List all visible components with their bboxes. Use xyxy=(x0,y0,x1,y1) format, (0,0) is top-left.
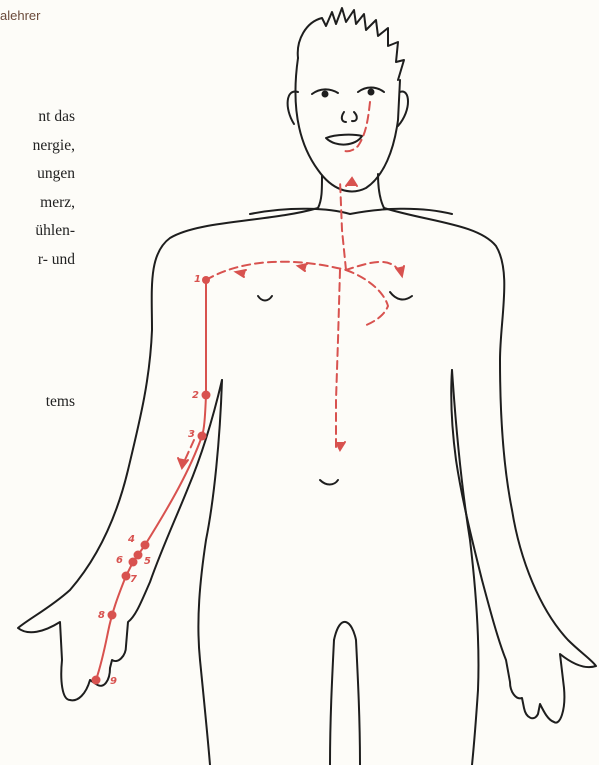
inner-leg-right xyxy=(334,622,360,765)
navel xyxy=(320,480,338,485)
point-label: 3 xyxy=(188,429,195,440)
right-arm xyxy=(384,208,596,723)
chest-loop-branch xyxy=(346,270,388,326)
acupoint xyxy=(141,541,150,550)
arrow-left-icon xyxy=(236,270,246,277)
arrow-down-icon xyxy=(336,442,345,450)
acupoint xyxy=(129,558,138,567)
point-label: 4 xyxy=(127,534,135,545)
nose xyxy=(342,112,357,122)
left-arm xyxy=(18,208,318,700)
point-label: 8 xyxy=(98,610,105,621)
point-label: 2 xyxy=(192,390,199,401)
head xyxy=(295,58,400,191)
point-label: 6 xyxy=(116,555,123,566)
point-label: 5 xyxy=(144,556,151,567)
acupoint xyxy=(202,276,210,284)
clavicle xyxy=(250,209,452,214)
mouth xyxy=(326,135,362,145)
arrow-left-icon xyxy=(298,264,307,271)
throat-branch xyxy=(340,180,346,270)
point-label: 1 xyxy=(194,274,201,285)
acupoint xyxy=(198,432,207,441)
right-nipple xyxy=(390,292,412,299)
dashed-branches xyxy=(184,102,400,462)
arrow-up-icon xyxy=(346,178,357,186)
inner-leg-left xyxy=(330,640,334,765)
left-pupil xyxy=(323,92,328,97)
hair xyxy=(298,8,404,80)
acupoint xyxy=(108,611,117,620)
arrow-down-left-icon xyxy=(178,458,188,468)
neck-left xyxy=(318,176,322,208)
torso-right xyxy=(452,370,479,765)
acupoint xyxy=(92,676,101,685)
right-pupil xyxy=(369,90,374,95)
abdomen-branch xyxy=(336,270,340,450)
neck-right xyxy=(378,174,384,208)
acupoint xyxy=(202,391,211,400)
meridian-pathway xyxy=(96,102,404,680)
point-label: 7 xyxy=(130,574,137,585)
point-label: 9 xyxy=(110,676,117,687)
left-nipple xyxy=(258,296,272,301)
